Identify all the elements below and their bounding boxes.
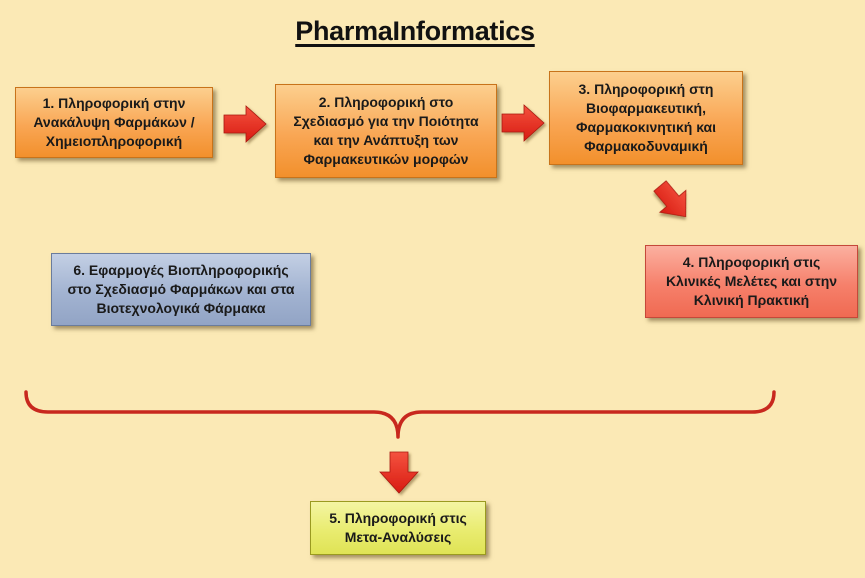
box-bioinformatics-applications: 6. Εφαρμογές Βιοπληροφορικής στο Σχεδιασ…	[51, 253, 311, 326]
box-chemoinformatics: 1. Πληροφορική στην Ανακάλυψη Φαρμάκων /…	[15, 87, 213, 158]
curly-brace-icon	[24, 390, 776, 439]
page-title: PharmaInformatics	[0, 16, 830, 47]
box-label: 2. Πληροφορική στο Σχεδιασμό για την Ποι…	[293, 94, 479, 167]
arrow-down-icon	[379, 451, 419, 494]
title-text: PharmaInformatics	[295, 16, 535, 46]
box-meta-analyses: 5. Πληροφορική στις Μετα-Αναλύσεις	[310, 501, 486, 555]
arrow-right-icon	[223, 105, 267, 143]
arrow-diagonal-down-icon	[653, 180, 687, 218]
box-label: 6. Εφαρμογές Βιοπληροφορικής στο Σχεδιασ…	[67, 262, 295, 316]
box-label: 5. Πληροφορική στις Μετα-Αναλύσεις	[329, 510, 467, 545]
box-label: 4. Πληροφορική στις Κλινικές Μελέτες και…	[665, 254, 838, 308]
box-label: 3. Πληροφορική στη Βιοφαρμακευτική, Φαρμ…	[575, 81, 717, 154]
box-clinical-studies: 4. Πληροφορική στις Κλινικές Μελέτες και…	[645, 245, 858, 318]
box-label: 1. Πληροφορική στην Ανακάλυψη Φαρμάκων /…	[33, 95, 195, 149]
box-formulation-quality-design: 2. Πληροφορική στο Σχεδιασμό για την Ποι…	[275, 84, 497, 178]
box-biopharmaceutics-pk-pd: 3. Πληροφορική στη Βιοφαρμακευτική, Φαρμ…	[549, 71, 743, 165]
arrow-right-icon	[501, 104, 545, 142]
